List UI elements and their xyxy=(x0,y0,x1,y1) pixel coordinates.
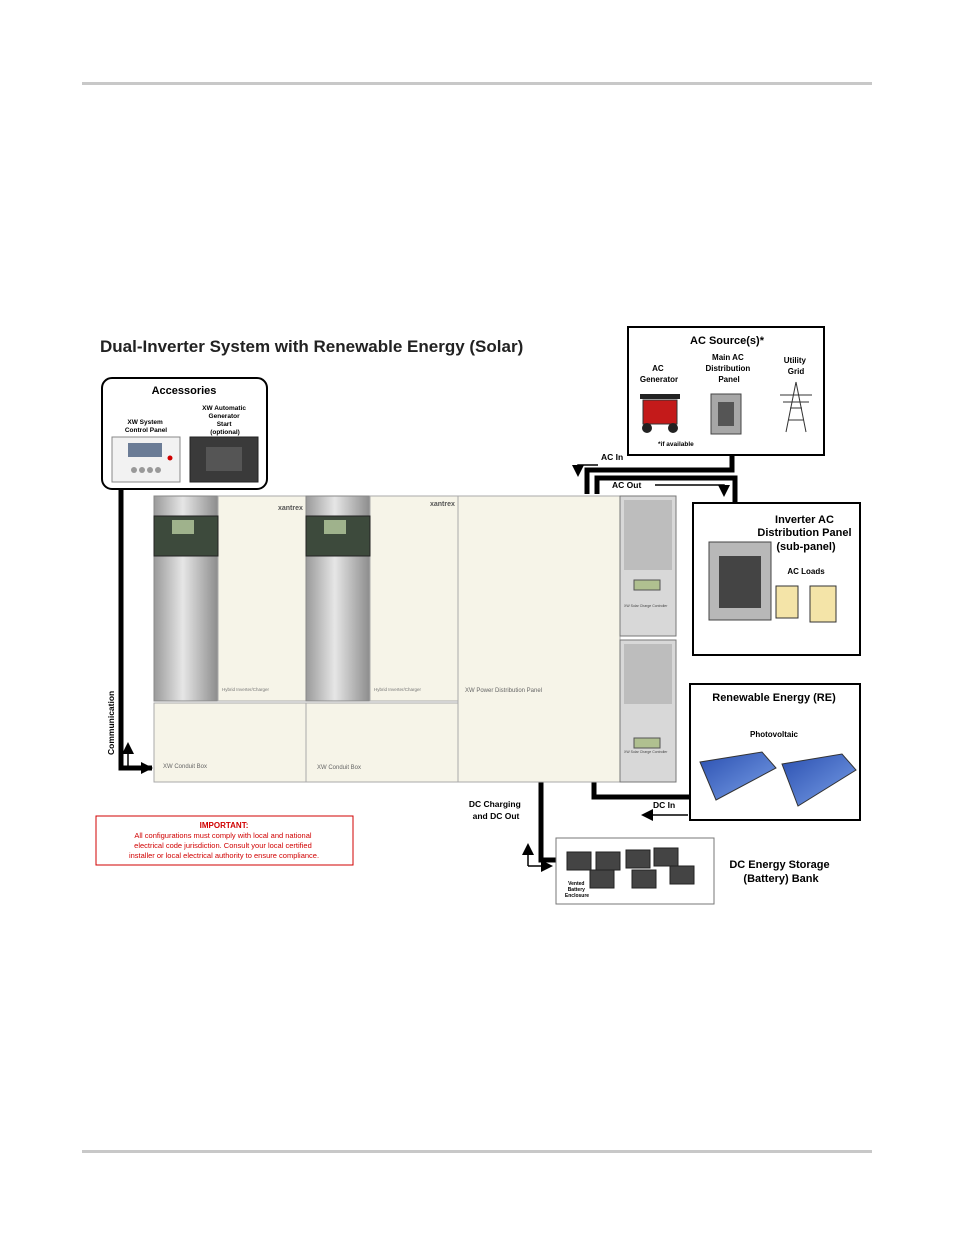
generator-icon xyxy=(640,394,680,433)
conduit-box-1: XW Conduit Box xyxy=(153,702,307,783)
sub-panel-heading-1: Inverter AC xyxy=(775,514,834,526)
ac-in-label: AC In xyxy=(601,452,623,462)
sub-panel-heading-3: (sub-panel) xyxy=(776,541,836,553)
dc-in-label: DC In xyxy=(653,800,675,810)
outlet-icon xyxy=(775,585,799,619)
battery-bank: Vented Battery Enclosure xyxy=(555,837,715,905)
svg-text:XW Automatic Generator: XW Automatic Generator Start (optional) xyxy=(202,405,248,436)
charge-controller-1-label: XW Solar Charge Controller xyxy=(624,604,668,608)
utility-label-1: Utility xyxy=(784,356,807,365)
dc-charging-label-1: DC Charging xyxy=(469,799,521,809)
svg-text:Inverter AC Distribution: Inverter AC Distribution Panel (sub-pane… xyxy=(757,514,854,553)
important-line-3: installer or local electrical authority … xyxy=(129,851,319,860)
photovoltaic-label: Photovoltaic xyxy=(750,730,799,739)
conduit-box-1-label: XW Conduit Box xyxy=(163,764,207,770)
ags-label-1: XW Automatic xyxy=(202,405,246,412)
svg-text:DC Energy Storage (Battery: DC Energy Storage (Battery) Bank xyxy=(729,859,832,885)
enclosure-label-2: Battery xyxy=(568,887,585,893)
pv-panel-1 xyxy=(699,751,777,801)
accessories-heading: Accessories xyxy=(152,385,217,397)
conduit-box-2-label: XW Conduit Box xyxy=(317,765,361,771)
inverter-ac-distribution-panel-box: Inverter AC Distribution Panel (sub-pane… xyxy=(692,502,861,656)
main-panel-label-2: Distribution xyxy=(705,364,750,373)
charge-controller-2-label: XW Solar Charge Controller xyxy=(624,750,668,754)
svg-text:Utility Grid: Utility Grid xyxy=(784,356,808,376)
main-panel-label-3: Panel xyxy=(718,375,739,384)
thin-arrows xyxy=(122,464,730,872)
generator-label-1: AC xyxy=(652,364,664,373)
svg-text:AC Generator: AC Generator xyxy=(640,364,678,384)
svg-text:Vented Battery Enc: Vented Battery Enclosure xyxy=(565,881,589,899)
inverter-1: xantrex Hybrid Inverter/Charger xyxy=(153,495,307,702)
svg-text:XW System Control Panel: XW System Control Panel xyxy=(125,419,167,434)
sub-panel-heading-2: Distribution Panel xyxy=(757,527,851,539)
power-distribution-panel: XW Power Distribution Panel xyxy=(457,495,621,783)
important-line-2: electrical code jurisdiction. Consult yo… xyxy=(134,841,312,850)
ags-label-3: Start xyxy=(217,421,233,428)
ac-out-label: AC Out xyxy=(612,480,641,490)
enclosure-label-1: Vented xyxy=(568,881,584,887)
renewable-energy-box: Renewable Energy (RE) Photovoltaic xyxy=(689,683,861,821)
inverter-2-brand: xantrex xyxy=(430,501,455,508)
inverter-2-label: Hybrid Inverter/Charger xyxy=(374,687,422,692)
important-heading: IMPORTANT: xyxy=(200,821,249,830)
battery-heading-2: (Battery) Bank xyxy=(743,873,819,885)
important-line-1: All configurations must comply with loca… xyxy=(134,831,312,840)
generator-label-2: Generator xyxy=(640,375,678,384)
ags-label-2: Generator xyxy=(209,413,241,420)
conduit-box-2: XW Conduit Box xyxy=(305,702,459,783)
renewable-heading: Renewable Energy (RE) xyxy=(712,692,836,704)
communication-label: Communication xyxy=(106,691,116,755)
svg-text:Main AC Distribution: Main AC Distribution Panel xyxy=(705,353,752,384)
utility-tower-icon xyxy=(780,381,812,433)
scp-label-2: Control Panel xyxy=(125,427,167,434)
utility-label-2: Grid xyxy=(788,367,805,376)
svg-text:All configurations must comply: All configurations must comply with loca… xyxy=(129,831,319,860)
inverter-1-brand: xantrex xyxy=(278,505,303,512)
dc-charging-label-2: and DC Out xyxy=(473,811,520,821)
if-available-note: *if available xyxy=(658,441,694,448)
bottom-rule xyxy=(82,1150,872,1153)
top-rule xyxy=(82,82,872,85)
ac-source-box: AC Source(s)* AC Generator Main AC Distr… xyxy=(627,326,825,456)
enclosure-label-3: Enclosure xyxy=(565,893,589,899)
charge-controller-1: XW Solar Charge Controller xyxy=(619,495,677,637)
battery-heading-1: DC Energy Storage xyxy=(729,859,829,871)
scp-label-1: XW System xyxy=(127,419,163,426)
main-panel-label-1: Main AC xyxy=(712,353,744,362)
main-distribution-panel-icon xyxy=(710,393,742,435)
ac-loads-label: AC Loads xyxy=(787,567,825,576)
ags-label-4: (optional) xyxy=(210,429,240,436)
ac-source-heading: AC Source(s)* xyxy=(690,335,765,347)
charge-controller-2: XW Solar Charge Controller xyxy=(619,639,677,783)
pv-panel-2 xyxy=(781,753,857,807)
important-notice: IMPORTANT: All configurations must compl… xyxy=(95,815,354,866)
switch-icon xyxy=(809,585,837,623)
diagram-title: Dual-Inverter System with Renewable Ener… xyxy=(100,337,523,356)
pdp-label: XW Power Distribution Panel xyxy=(465,688,542,694)
inverter-2: xantrex Hybrid Inverter/Charger xyxy=(305,495,459,702)
inverter-1-label: Hybrid Inverter/Charger xyxy=(222,687,270,692)
breaker-panel-icon xyxy=(708,541,772,621)
svg-text:DC Charging and DC Out: DC Charging and DC Out xyxy=(469,799,523,821)
accessories-box: Accessories XW System Control Panel XW A… xyxy=(101,377,268,490)
